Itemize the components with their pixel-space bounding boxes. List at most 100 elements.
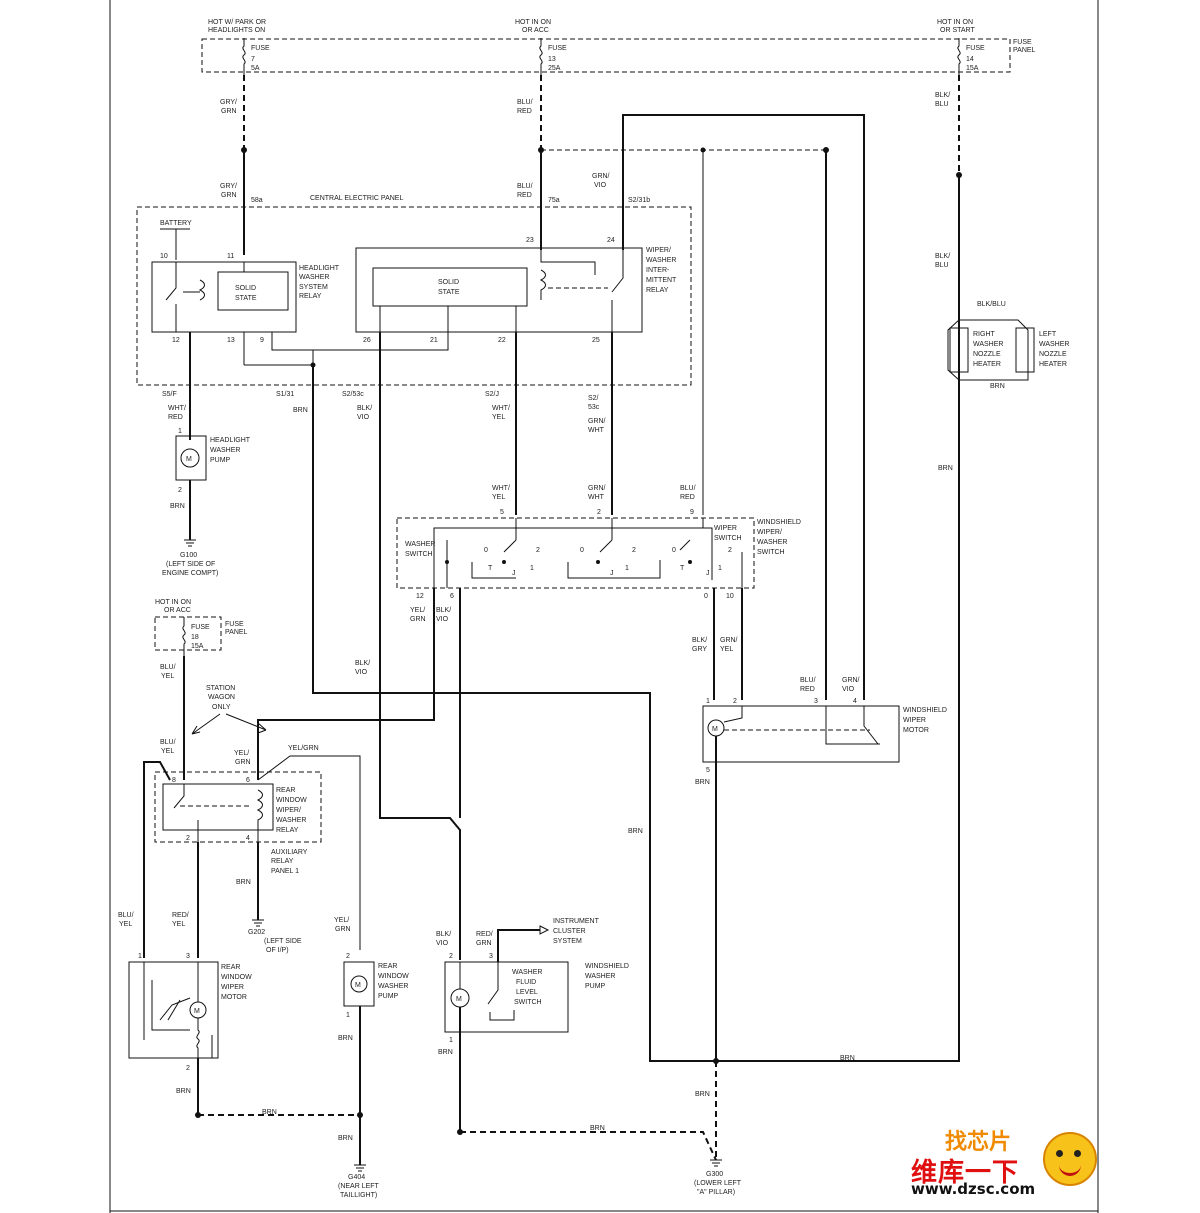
wire-blu-yel-3: BLU/ <box>160 739 176 746</box>
wire-brn-7: BRN <box>695 1091 710 1098</box>
rear-motor-l2: WINDOW <box>221 974 252 981</box>
wiper-relay-l3: INTER- <box>646 267 670 274</box>
ws-switch-l2: WIPER/ <box>757 529 782 536</box>
svg-text:14: 14 <box>966 56 974 63</box>
ground-g100-icon <box>184 539 196 547</box>
wiper-relay-l5: RELAY <box>646 287 669 294</box>
wire-blu-red-4: RED <box>517 192 532 199</box>
ws-motor-p2: 2 <box>733 698 737 705</box>
wire-brn-9: BRN <box>176 1088 191 1095</box>
wiper-relay-l4: MITTENT <box>646 277 677 284</box>
wire-brn-10: BRN <box>262 1109 277 1116</box>
wire-red-yel-2: YEL <box>172 921 185 928</box>
wiper-washer-intermittent-relay <box>355 247 643 333</box>
rear-motor-p3: 3 <box>186 953 190 960</box>
rear-pump-l1: REAR <box>378 963 397 970</box>
wire-gry-grn-3: GRY/ <box>220 183 237 190</box>
g404-l1: (NEAR LEFT <box>338 1183 380 1190</box>
station-wagon-l1: STATION <box>206 685 235 692</box>
wire-gry-grn-2: GRN <box>221 108 237 115</box>
wire-brn-11: BRN <box>338 1035 353 1042</box>
hl-relay-l1: HEADLIGHT <box>299 265 340 272</box>
ground-g404-icon <box>354 1164 366 1172</box>
rear-pump-l2: WINDOW <box>378 973 409 980</box>
left-heater-l3: NOZZLE <box>1039 351 1067 358</box>
wire-brn-14: BRN <box>590 1125 605 1132</box>
svg-text:HOT IN ON: HOT IN ON <box>515 19 551 26</box>
ws-motor-p1: 1 <box>706 698 710 705</box>
wire-brn-8: BRN <box>236 879 251 886</box>
ws-motor-l3: MOTOR <box>903 727 929 734</box>
rear-pump-l4: PUMP <box>378 993 399 1000</box>
ws-pos-2b: 2 <box>632 547 636 554</box>
rear-window-wiper-motor <box>128 961 219 1059</box>
wire-grn-wht-3: GRN/ <box>588 485 606 492</box>
ws-pos-1b: 1 <box>625 565 629 572</box>
wire-brn-12: BRN <box>338 1135 353 1142</box>
wire-brn-2: BRN <box>170 503 185 510</box>
solid-state-1-l1: SOLID <box>235 285 256 292</box>
fuse18-hot1: HOT IN ON <box>155 599 191 606</box>
wire-blu-red-3: BLU/ <box>517 183 533 190</box>
rear-window-relay <box>162 783 274 831</box>
ws-pos-o3: 0 <box>672 547 676 554</box>
svg-text:HEADLIGHTS ON: HEADLIGHTS ON <box>208 27 265 34</box>
right-nozzle-heater <box>949 327 969 373</box>
svg-text:7: 7 <box>251 56 255 63</box>
central-electric-panel <box>136 206 692 386</box>
wire-blu-yel-5: BLU/ <box>118 912 134 919</box>
fluid-switch-l4: SWITCH <box>514 999 542 1006</box>
ground-g202-icon <box>252 919 264 927</box>
rear-relay-l5: RELAY <box>276 827 299 834</box>
fuse18-num: 18 <box>191 634 199 641</box>
wire-blk-vio-5: BLK/ <box>355 660 370 667</box>
ws-switch-l3: WASHER <box>757 539 787 546</box>
headlight-pump-motor-icon <box>180 448 200 468</box>
wire-yel-grn-4: GRN <box>235 759 251 766</box>
hl-relay-l4: RELAY <box>299 293 322 300</box>
svg-text:HOT IN ON: HOT IN ON <box>937 19 973 26</box>
watermark-top: 找芯片 <box>945 1130 1012 1155</box>
svg-text:25A: 25A <box>548 65 561 72</box>
ws-switch-l4: SWITCH <box>757 549 785 556</box>
wire-blu-red-1: BLU/ <box>517 99 533 106</box>
g404-name: G404 <box>348 1174 365 1181</box>
wire-yel-grn-6: GRN <box>335 926 351 933</box>
hl-pump-l3: PUMP <box>210 457 231 464</box>
conn-s2-31b: S2/31b <box>628 197 650 204</box>
hl-pump-l2: WASHER <box>210 447 240 454</box>
aux-relay-l3: PANEL 1 <box>271 868 299 875</box>
conn-24: 24 <box>607 237 615 244</box>
battery-label: BATTERY <box>160 220 192 227</box>
ws-pump-l3: PUMP <box>585 983 606 990</box>
ws-pump-l2: WASHER <box>585 973 615 980</box>
solid-state-1 <box>217 271 289 311</box>
rear-relay-p4: 4 <box>246 835 250 842</box>
ws-pump-p3: 3 <box>489 953 493 960</box>
ws-motor-p3: 3 <box>814 698 818 705</box>
conn-13: 13 <box>227 337 235 344</box>
g202-name: G202 <box>248 929 265 936</box>
wire-grn-vio-3: GRN/ <box>842 677 860 684</box>
wire-grn-wht-4: WHT <box>588 494 605 501</box>
windshield-washer-pump <box>444 961 569 1033</box>
ws-pos-o2: 0 <box>580 547 584 554</box>
watermark-logo: 找芯片 维库一下 www.dzsc.com <box>905 1122 1105 1202</box>
wire-blk-vio-3: BLK/ <box>436 607 451 614</box>
left-nozzle-heater <box>1015 327 1035 373</box>
fuse-panel-label-2: PANEL <box>1013 47 1036 54</box>
wire-blk-gry-1: BLK/ <box>692 637 707 644</box>
wire-blu-red-5: BLU/ <box>680 485 696 492</box>
ws-pos-j2: J <box>610 570 614 577</box>
svg-text:15A: 15A <box>966 65 979 72</box>
conn-s1-31: S1/31 <box>276 391 294 398</box>
right-heater-l1: RIGHT <box>973 331 996 338</box>
rear-relay-l1: REAR <box>276 787 295 794</box>
wire-brn-3: BRN <box>938 465 953 472</box>
wire-wht-yel-2: YEL <box>492 414 505 421</box>
fuse-7: HOT W/ PARK OR HEADLIGHTS ON FUSE 7 5A <box>208 19 270 75</box>
mascot-icon <box>1043 1132 1097 1186</box>
conn-9: 9 <box>260 337 264 344</box>
wire-blk-vio-6: VIO <box>355 669 368 676</box>
